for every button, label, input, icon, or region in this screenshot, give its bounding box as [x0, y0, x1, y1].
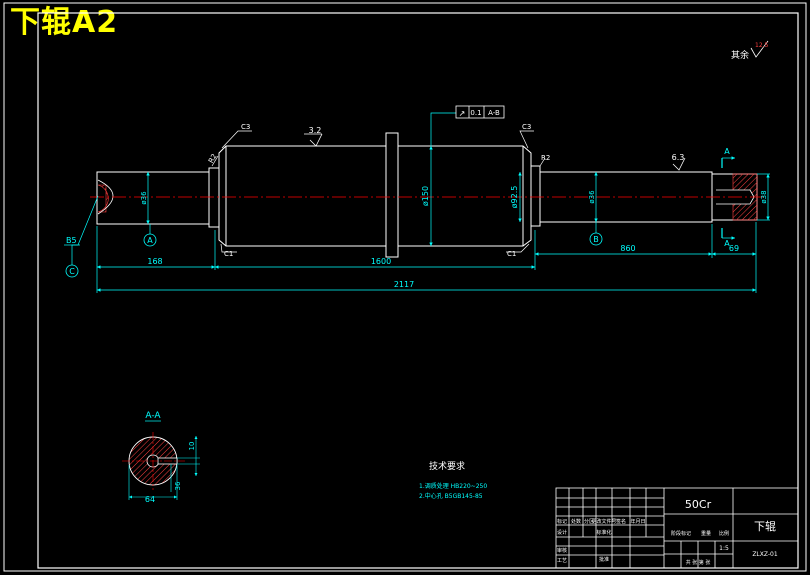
tolerance-value: 0.1	[470, 109, 481, 117]
left-keyway-hatch	[97, 184, 109, 213]
dim-left-journal: 168	[147, 257, 162, 266]
dim-body-diameter: ø150	[421, 186, 430, 206]
chamfer-leaders	[211, 130, 546, 253]
datum-b: B	[589, 222, 603, 246]
chamfer-c3-left: C3	[241, 123, 250, 131]
datum-c-label: C	[69, 267, 75, 276]
tb-sheet-label: 共 张 第 张	[686, 559, 711, 566]
datum-c: C B5	[64, 195, 99, 278]
tb-header-3: 更改文件号	[591, 518, 616, 525]
roughness-rest: 其余 12.5	[731, 40, 769, 61]
tolerance-frame: ↗ 0.1 A-B	[455, 105, 505, 119]
tb-std-label: 标准化	[596, 529, 611, 536]
roughness-rest-value: 12.5	[755, 42, 769, 49]
tolerance-symbol: ↗	[459, 109, 466, 118]
tb-stage-label: 阶段标记	[671, 530, 691, 537]
dim-journal-diameter-b: ø36	[588, 190, 596, 204]
tb-material: 50Cr	[685, 498, 712, 511]
chamfer-c1-right: C1	[507, 250, 516, 258]
tb-drawing-no: ZLXZ-01	[752, 551, 778, 558]
center-hole-label: B5	[66, 236, 77, 245]
tb-header-5: 年月日	[630, 518, 645, 525]
chamfer-c3-right: C3	[522, 123, 531, 131]
tech-req-title: 技术要求	[429, 460, 465, 472]
tech-req-item-1: 1.调质处理 HB220~250	[419, 482, 487, 490]
tech-requirements: 技术要求 1.调质处理 HB220~250 2.中心孔 B5GB145-85	[419, 460, 487, 500]
dimension-lines	[96, 112, 770, 293]
section-key-dim: 10	[188, 442, 196, 451]
tb-row-process: 工艺	[557, 558, 567, 564]
tb-row-design: 设计	[557, 529, 567, 536]
roughness-rest-label: 其余	[731, 49, 749, 61]
tb-header-2: 分区	[584, 518, 594, 525]
dim-end-length: 69	[729, 244, 739, 253]
tb-header-1: 处数	[571, 518, 581, 525]
fillet-right: R2	[541, 154, 550, 162]
datum-b-label: B	[593, 235, 599, 244]
section-cut-marks: A A	[721, 147, 735, 248]
datum-a: A	[143, 224, 157, 247]
tb-header-4: 签名	[616, 518, 626, 525]
tb-header-0: 标记	[557, 518, 567, 525]
dim-end-diameter: ø38	[760, 190, 768, 203]
roughness-symbol	[750, 40, 769, 58]
outer-frame	[3, 2, 807, 572]
inner-frame	[37, 12, 799, 569]
section-view: A-A 64 10 36	[122, 411, 200, 504]
tech-req-item-2: 2.中心孔 B5GB145-85	[419, 492, 483, 500]
roughness-journal-value: 6.3	[672, 153, 685, 162]
left-keyway-arc	[97, 179, 114, 215]
tb-part-name: 下辊	[754, 519, 776, 533]
dim-right-journal: 860	[620, 244, 635, 253]
dim-right-diameter: ø92.5	[510, 186, 519, 209]
roughness-body-value: 3.2	[309, 126, 322, 135]
tb-row-review: 审核	[557, 547, 567, 554]
tb-approve-label: 批准	[599, 556, 609, 563]
roughness-journal: 6.3	[672, 153, 686, 171]
section-width-dim: 64	[145, 495, 155, 504]
cut-mark-bottom: A	[724, 239, 730, 248]
title-block	[555, 487, 799, 569]
cut-mark-top: A	[724, 147, 730, 156]
tolerance-datum: A-B	[488, 109, 500, 117]
chamfer-c1-left: C1	[224, 250, 233, 258]
fillet-left: R2	[207, 153, 219, 165]
tb-scale-value: 1:5	[719, 545, 729, 552]
dim-left-shaft-diameter: ø36	[140, 191, 148, 205]
section-label: A-A	[145, 411, 161, 421]
tb-scale-label: 比例	[719, 530, 729, 537]
tb-weight-label: 重量	[701, 530, 711, 537]
roughness-body: 3.2	[304, 126, 323, 147]
section-depth-dim: 36	[174, 481, 182, 490]
dim-overall-length: 2117	[394, 280, 414, 289]
datum-a-label: A	[147, 236, 153, 245]
dim-body-length: 1600	[371, 257, 391, 266]
